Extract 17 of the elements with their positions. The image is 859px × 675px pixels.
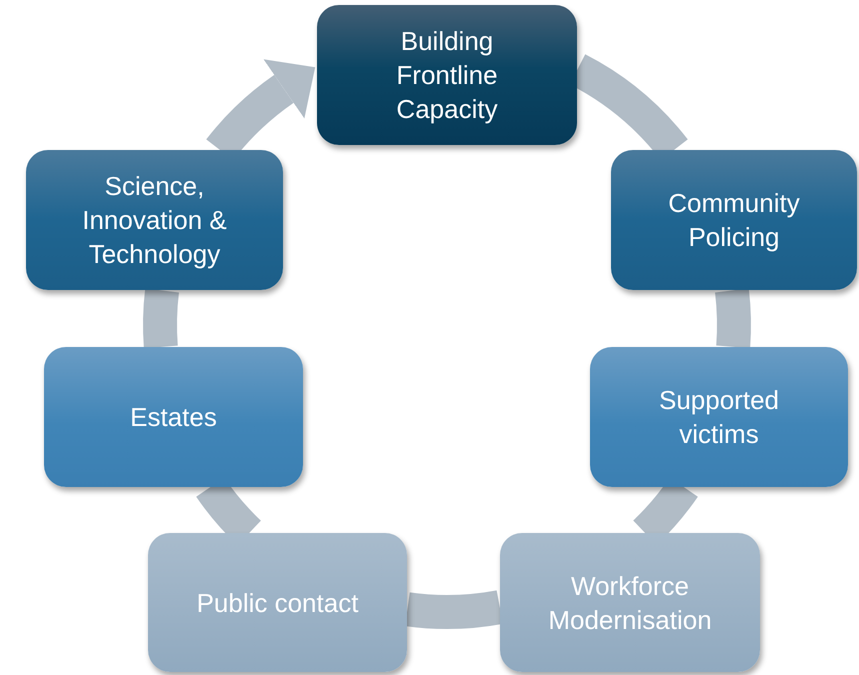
box-label: Workforce Modernisation [547, 570, 713, 636]
ring-segment [143, 288, 179, 348]
process-box [590, 347, 848, 487]
process-box [26, 150, 283, 290]
box-label: Science, Innovation & Technology [81, 170, 228, 271]
process-box [148, 533, 407, 672]
process-box [44, 347, 303, 487]
process-box [611, 150, 857, 290]
box-label: Public contact [196, 586, 360, 620]
box-label: Building Frontline Capacity [395, 25, 499, 126]
process-box [500, 533, 760, 672]
ring-segment [406, 590, 502, 629]
ring-segment [715, 288, 751, 348]
box-label: Community Policing [667, 187, 801, 254]
box-label: Estates [129, 401, 218, 434]
process-box [317, 5, 577, 145]
box-label: Supported victims [658, 384, 780, 451]
